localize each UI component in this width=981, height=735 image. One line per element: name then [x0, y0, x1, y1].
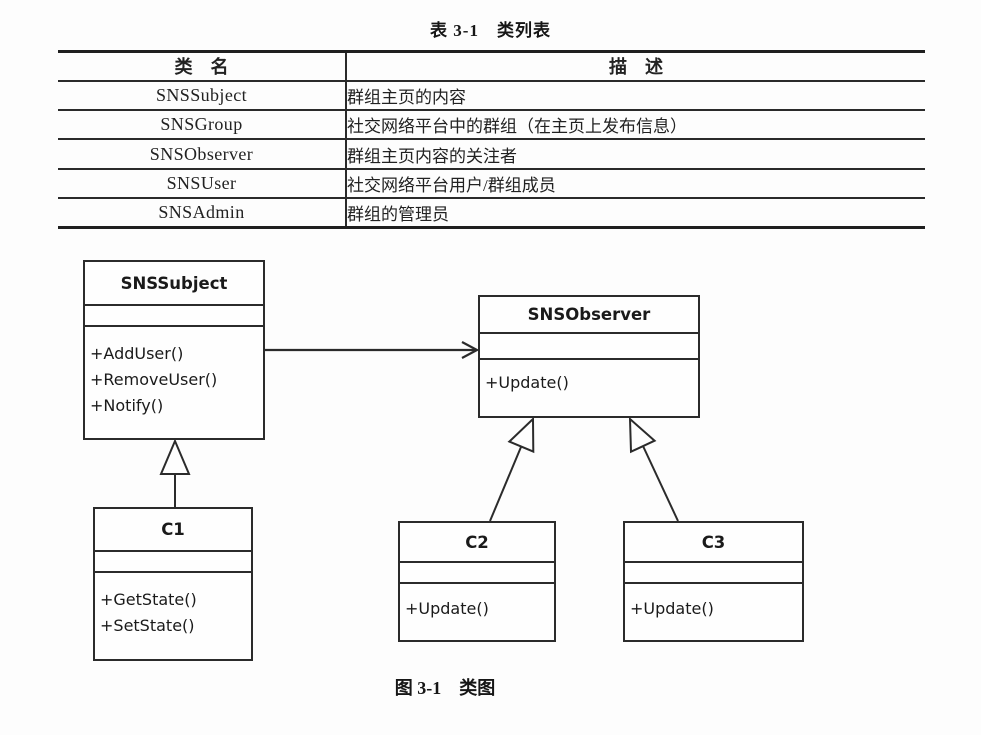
table-title: 表 3-1 类列表 [430, 21, 551, 40]
uml-class-title: C1 [95, 509, 251, 552]
class-name-cell: SNSObserver [58, 139, 347, 170]
generalization-arrow-c2-snsobserver [489, 416, 535, 522]
table-row: SNSSubject 群组主页的内容 [58, 80, 925, 112]
uml-class-title: SNSObserver [480, 297, 698, 334]
uml-attributes-section [85, 306, 263, 327]
uml-class-snssubject: SNSSubject +AddUser() +RemoveUser() +Not… [83, 260, 265, 440]
table-row: SNSObserver 群组主页内容的关注者 [58, 139, 925, 170]
uml-methods-section: +Update() [480, 360, 698, 416]
uml-methods-section: +Update() [400, 584, 554, 640]
header-description: 描 述 [346, 51, 925, 82]
uml-method: +Update() [405, 599, 489, 618]
uml-attributes-section [400, 563, 554, 584]
header-class-name: 类 名 [58, 51, 347, 82]
uml-attributes-section [625, 563, 802, 584]
uml-method: +GetState() [100, 590, 197, 609]
table-row: SNSGroup 社交网络平台中的群组（在主页上发布信息） [58, 110, 925, 141]
uml-class-c3: C3 +Update() [623, 521, 804, 642]
table-row: SNSAdmin 群组的管理员 [58, 197, 925, 228]
uml-methods-section: +GetState() +SetState() [95, 573, 251, 659]
generalization-arrow-c1-snssubject [159, 438, 191, 507]
description-cell: 群组主页内容的关注者 [346, 139, 925, 170]
uml-class-snsobserver: SNSObserver +Update() [478, 295, 700, 418]
uml-class-c2: C2 +Update() [398, 521, 556, 642]
description-cell: 社交网络平台用户/群组成员 [346, 168, 925, 199]
class-name-cell: SNSGroup [58, 110, 347, 141]
uml-method: +AddUser() [90, 344, 184, 363]
uml-methods-section: +AddUser() +RemoveUser() +Notify() [85, 327, 263, 438]
uml-class-title: C2 [400, 523, 554, 563]
uml-method: +SetState() [100, 616, 195, 635]
uml-class-title: C3 [625, 523, 802, 563]
table-row: SNSUser 社交网络平台用户/群组成员 [58, 168, 925, 199]
description-cell: 群组主页的内容 [346, 80, 925, 112]
uml-method: +Update() [485, 373, 569, 392]
uml-methods-section: +Update() [625, 584, 802, 640]
association-arrow-snssubject-snsobserver [265, 341, 480, 359]
uml-class-title: SNSSubject [85, 262, 263, 306]
uml-attributes-section [95, 552, 251, 573]
class-list-table: 类 名 描 述 SNSSubject 群组主页的内容 SNSGroup 社交网络… [58, 50, 925, 229]
class-name-cell: SNSAdmin [58, 197, 347, 228]
table-header-row: 类 名 描 述 [58, 51, 925, 82]
description-cell: 群组的管理员 [347, 204, 449, 224]
uml-method: +Notify() [90, 396, 164, 415]
figure-caption: 图 3-1 类图 [394, 678, 496, 698]
uml-method: +Update() [630, 599, 714, 618]
uml-attributes-section [480, 334, 698, 360]
class-name-cell: SNSSubject [58, 80, 347, 112]
uml-method: +RemoveUser() [90, 370, 218, 389]
generalization-arrow-c3-snsobserver [628, 416, 679, 522]
uml-class-c1: C1 +GetState() +SetState() [93, 507, 253, 661]
description-cell: 社交网络平台中的群组（在主页上发布信息） [346, 110, 925, 141]
class-name-cell: SNSUser [58, 168, 347, 199]
